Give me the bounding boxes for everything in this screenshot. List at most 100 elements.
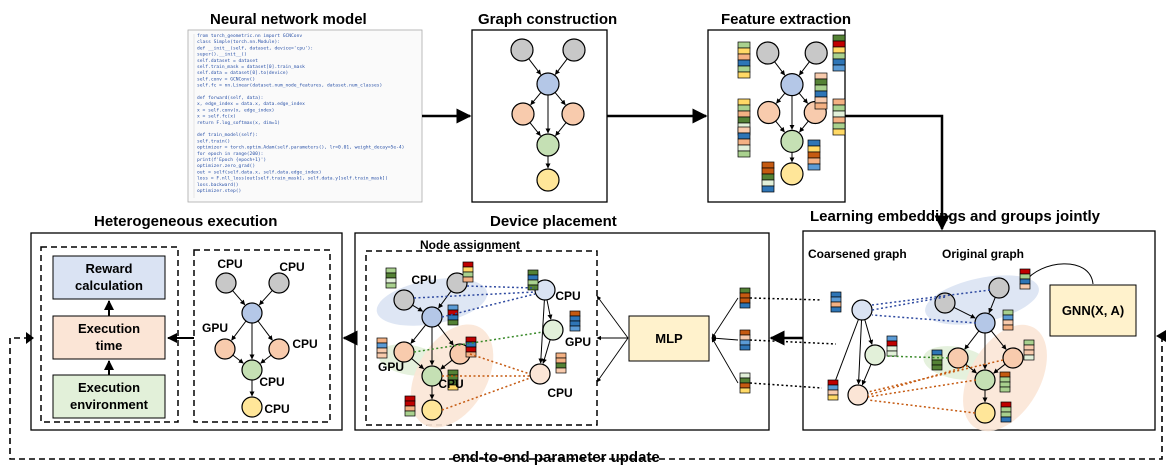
- feature-node-a: [756, 41, 780, 65]
- arrow-feature-to-learning: [845, 114, 950, 231]
- feature-vector: [527, 274, 539, 281]
- feature-vector: [814, 78, 828, 86]
- assign-device-green: [542, 319, 564, 341]
- code-line: def train_model(self):: [197, 132, 258, 138]
- group-link: [884, 355, 949, 359]
- feature-vector: [761, 173, 775, 181]
- code-lines: from torch_geometric.nn import GCNConvcl…: [197, 33, 404, 194]
- feature-vector: [1023, 344, 1035, 351]
- graph-edge: [546, 299, 553, 320]
- assign-node-b: [446, 272, 468, 294]
- title-graph: Graph construction: [478, 11, 617, 28]
- feature-vector: [555, 362, 567, 369]
- feature-vector: [447, 314, 459, 321]
- code-line: for epoch in range(200):: [197, 151, 263, 157]
- feature-vector: [385, 267, 397, 274]
- graph-edge: [774, 61, 786, 76]
- execution-time-box: [52, 315, 166, 360]
- feedback-arrowhead-left: [26, 332, 34, 344]
- feature-vector: [814, 84, 828, 92]
- graph-edge: [798, 61, 810, 76]
- node-embedding: [739, 329, 751, 336]
- feature-vector: [385, 277, 397, 284]
- feature-vector: [447, 309, 459, 316]
- code-line: return F.log_softmax(x, dim=1): [197, 120, 280, 126]
- feature-vector: [465, 336, 477, 343]
- code-line: x = self.fc(x): [197, 114, 236, 120]
- code-line: def __init__(self, dataset, device='cpu'…: [197, 45, 313, 51]
- feature-vector: [569, 320, 581, 327]
- assign-device-salmon: [529, 363, 551, 385]
- feature-vector: [1023, 349, 1035, 356]
- code-line: loss.backward(): [197, 182, 239, 188]
- feature-vector: [1000, 411, 1012, 418]
- assign-node-g: [421, 399, 443, 421]
- graph-edge: [260, 354, 272, 364]
- feature-vector: [555, 367, 567, 374]
- code-line: self.fc = nn.Linear(dataset.num_node_fea…: [197, 83, 382, 89]
- assign-link: [413, 331, 544, 353]
- feature-vector: [404, 405, 416, 412]
- graph-edge: [411, 358, 425, 370]
- group-link: [867, 379, 977, 398]
- code-line: self.train_mask = dataset[0].train_mask: [197, 64, 305, 70]
- node-assignment-label: Node assignment: [420, 238, 520, 252]
- gnn-label: GNN(X, A): [1062, 303, 1124, 318]
- coarsened-graph-label: Coarsened graph: [808, 247, 907, 261]
- feature-vector: [376, 342, 388, 349]
- original-graph-label: Original graph: [942, 247, 1024, 261]
- assign-node-d: [393, 341, 415, 363]
- code-line: x, edge_index = data.x, data.edge_index: [197, 101, 305, 107]
- feature-vector: [814, 102, 828, 110]
- graph-node-f: [536, 133, 560, 157]
- original-node-g: [974, 402, 996, 424]
- feature-vector: [527, 284, 539, 291]
- feature-vector: [737, 71, 751, 79]
- feature-vector: [761, 161, 775, 169]
- feedback-label: end-to-end parameter update: [452, 449, 660, 466]
- reward-label-line1: Reward: [86, 261, 133, 276]
- feature-vector: [807, 145, 821, 153]
- code-line: optimizer.step(): [197, 188, 241, 194]
- feature-vector: [1019, 283, 1031, 290]
- feature-vector: [376, 352, 388, 359]
- embedding-link: [749, 297, 823, 301]
- graph-edge: [257, 320, 273, 341]
- graph-edge: [528, 58, 542, 75]
- node-embedding: [739, 292, 751, 299]
- feature-vector: [827, 384, 839, 391]
- embedding-to-mlp: [711, 337, 739, 384]
- coarsened-node-salmon: [847, 384, 869, 406]
- mlp-box: [628, 315, 710, 362]
- feature-vector: [1019, 278, 1031, 285]
- exec-node-g: [241, 396, 263, 418]
- exec-node-a: [215, 272, 237, 294]
- feature-vector: [737, 104, 751, 112]
- feature-vector: [385, 282, 397, 289]
- feature-vector: [737, 116, 751, 124]
- title-feature: Feature extraction: [721, 11, 851, 28]
- feature-vector: [832, 110, 846, 118]
- code-line: def forward(self, data):: [197, 95, 263, 101]
- original-node-b: [988, 277, 1010, 299]
- execution-loop-box: [40, 246, 179, 423]
- feature-vector: [447, 319, 459, 326]
- feature-vector: [737, 150, 751, 158]
- feedback-arrowhead-right: [1156, 330, 1166, 342]
- feature-vector: [827, 379, 839, 386]
- exec-env-line1: Execution: [78, 380, 140, 395]
- feature-vector: [1002, 314, 1014, 321]
- feature-vector: [462, 266, 474, 273]
- node-embedding: [739, 302, 751, 309]
- code-line: optimizer.zero_grad(): [197, 163, 255, 169]
- feature-vector: [886, 345, 898, 352]
- feature-vector: [832, 128, 846, 136]
- feature-vector: [569, 310, 581, 317]
- exec-label-cpu-5: CPU: [264, 402, 289, 416]
- feature-vector: [404, 395, 416, 402]
- node-embedding: [739, 334, 751, 341]
- graph-edge: [990, 330, 1007, 350]
- graph-edge: [232, 290, 246, 306]
